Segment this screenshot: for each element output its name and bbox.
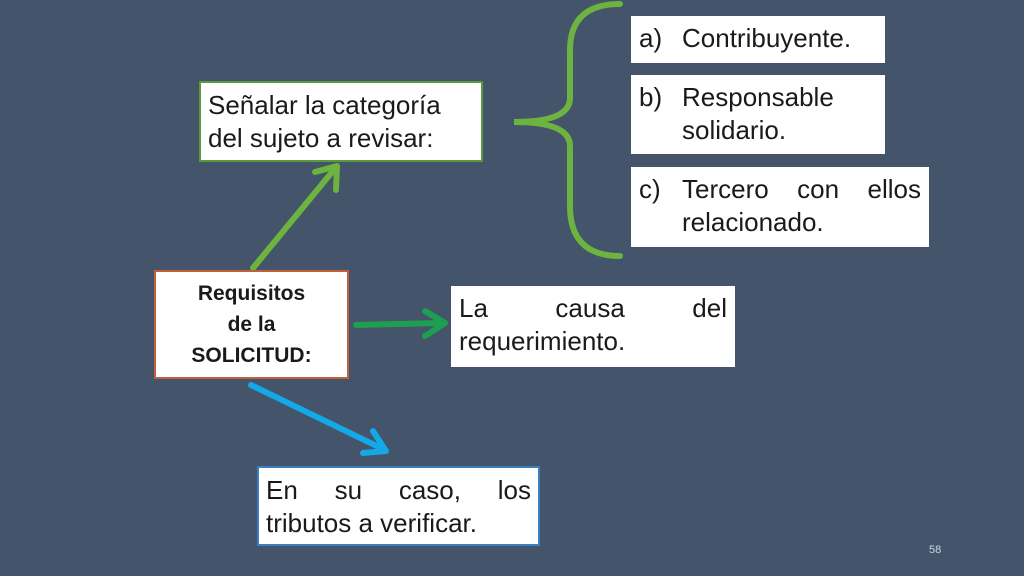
category-box: Señalar la categoría del sujeto a revisa… [199, 81, 483, 162]
option-c: c) Tercero con ellos relacionado. [631, 167, 929, 247]
option-c-line-2: relacionado. [682, 207, 824, 237]
option-c-marker: c) [639, 174, 661, 204]
cause-line-2: requerimiento. [459, 326, 626, 356]
option-b-line-2: solidario. [682, 115, 787, 145]
category-line-1: Señalar la categoría [208, 90, 441, 120]
arrow-to-cause [353, 308, 448, 339]
option-b-line-1: Responsable [682, 82, 834, 112]
cause-line-1: La causa del [459, 293, 727, 323]
main-line-3: SOLICITUD: [191, 344, 312, 367]
option-c-text: Tercero con ellos relacionado. [682, 173, 921, 239]
option-b-marker: b) [639, 82, 663, 112]
taxes-box: En su caso, los tributos a verificar. [257, 466, 540, 546]
taxes-line-1: En su caso, los [266, 475, 531, 505]
option-a-marker: a) [639, 23, 663, 53]
taxes-line-2: tributos a verificar. [266, 508, 477, 538]
cause-box: La causa del requerimiento. [451, 286, 735, 367]
arrow-to-taxes [248, 382, 389, 456]
main-line-2: de la [227, 313, 276, 336]
option-b: b) Responsable solidario. [631, 75, 885, 154]
option-c-line-1: Tercero con ellos [682, 174, 921, 204]
main-line-1: Requisitos [197, 282, 306, 305]
curly-brace [513, 1, 623, 259]
category-line-2: del sujeto a revisar: [208, 123, 434, 153]
option-a-line-1: Contribuyente. [682, 23, 852, 53]
page-number: 58 [929, 544, 942, 556]
main-requirements-box: Requisitos de la SOLICITUD: [154, 270, 349, 379]
option-a: a) Contribuyente. [631, 16, 885, 63]
arrow-to-category [250, 163, 340, 271]
